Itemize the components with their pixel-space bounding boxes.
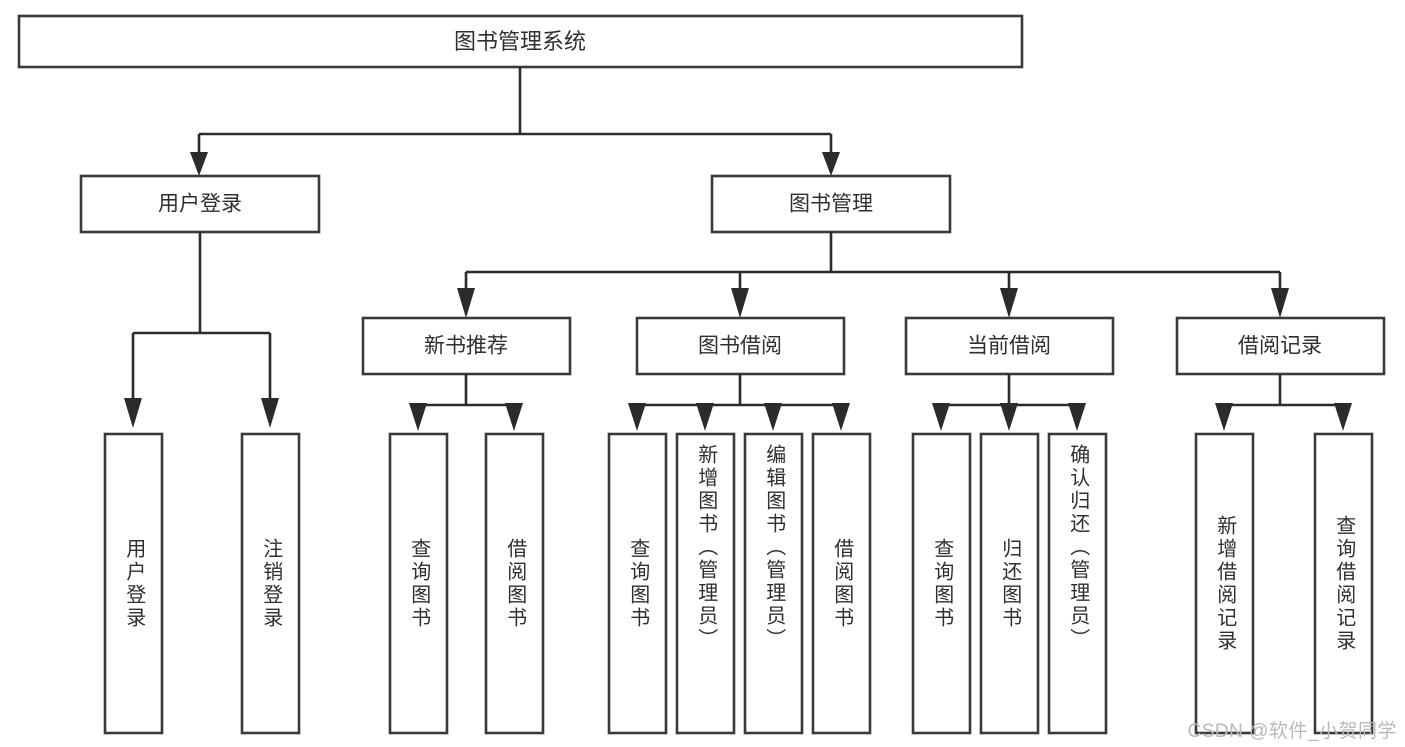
node-borrow-record-box[interactable] xyxy=(1175,316,1386,376)
arrow-head-borrow-record xyxy=(1271,288,1289,318)
leaf-box-add-record[interactable] xyxy=(1194,432,1255,735)
arrow-head-leaf-add-record xyxy=(1215,403,1233,431)
leaf-box-query-book-2[interactable] xyxy=(607,432,668,735)
node-book-borrow-label: 图书借阅 xyxy=(698,335,782,358)
arrow-head-current-borrow xyxy=(1000,288,1018,318)
leaf-box-query-book-3[interactable] xyxy=(911,432,972,735)
leaf-box-add-book[interactable] xyxy=(675,432,736,735)
arrow-head-leaf-logout xyxy=(261,398,279,428)
leaf-box-logout[interactable] xyxy=(240,432,301,735)
node-user-login-label: 用户登录 xyxy=(158,193,242,216)
arrow-head-leaf-query-book-2 xyxy=(628,403,646,431)
node-new-book-rec-box[interactable] xyxy=(361,316,572,376)
arrow-head-to-book-manage xyxy=(822,152,840,176)
node-book-manage[interactable]: 图书管理 xyxy=(710,174,952,234)
node-user-login[interactable]: 用户登录 xyxy=(79,174,321,234)
leaf-box-user-login[interactable] xyxy=(103,432,164,735)
leaf-box-return-book[interactable] xyxy=(979,432,1040,735)
leaf-box-borrow-book-1[interactable] xyxy=(484,432,545,735)
node-borrow-record[interactable]: 借阅记录 xyxy=(1175,316,1386,376)
node-root-box[interactable] xyxy=(17,14,1024,69)
arrow-head-leaf-query-book-3 xyxy=(932,403,950,431)
arrow-head-book-borrow xyxy=(731,288,749,318)
node-book-manage-box[interactable] xyxy=(710,174,952,234)
node-book-manage-label: 图书管理 xyxy=(789,193,873,216)
node-current-borrow-box[interactable] xyxy=(904,316,1115,376)
arrow-head-leaf-add-book xyxy=(696,403,714,431)
arrow-head-leaf-borrow-book-2 xyxy=(832,403,850,431)
arrow-head-leaf-query-record xyxy=(1334,403,1352,431)
arrow-head-leaf-user-login xyxy=(124,398,142,428)
node-current-borrow-label: 当前借阅 xyxy=(967,335,1051,358)
node-book-borrow-box[interactable] xyxy=(635,316,846,376)
leaf-box-query-record[interactable] xyxy=(1313,432,1374,735)
node-book-borrow[interactable]: 图书借阅 xyxy=(635,316,846,376)
arrow-head-new-book-rec xyxy=(457,288,475,318)
arrow-head-to-user-login xyxy=(190,152,208,176)
leaf-box-edit-book[interactable] xyxy=(743,432,804,735)
arrow-head-leaf-edit-book xyxy=(764,403,782,431)
node-root[interactable]: 图书管理系统 xyxy=(17,14,1024,69)
arrow-head-leaf-confirm-return xyxy=(1068,403,1086,431)
node-root-label: 图书管理系统 xyxy=(454,29,586,54)
arrow-head-leaf-borrow-book-1 xyxy=(505,403,523,431)
arrow-head-leaf-query-book-1 xyxy=(409,403,427,431)
node-new-book-rec[interactable]: 新书推荐 xyxy=(361,316,572,376)
watermark-label: CSDN @软件_小贺同学 xyxy=(1187,721,1397,742)
node-borrow-record-label: 借阅记录 xyxy=(1238,335,1322,358)
leaf-box-confirm-return[interactable] xyxy=(1047,432,1108,735)
arrow-head-leaf-return-book xyxy=(1000,403,1018,431)
leaf-box-query-book-1[interactable] xyxy=(388,432,449,735)
node-current-borrow[interactable]: 当前借阅 xyxy=(904,316,1115,376)
leaf-box-borrow-book-2[interactable] xyxy=(811,432,872,735)
node-new-book-rec-label: 新书推荐 xyxy=(424,335,508,358)
